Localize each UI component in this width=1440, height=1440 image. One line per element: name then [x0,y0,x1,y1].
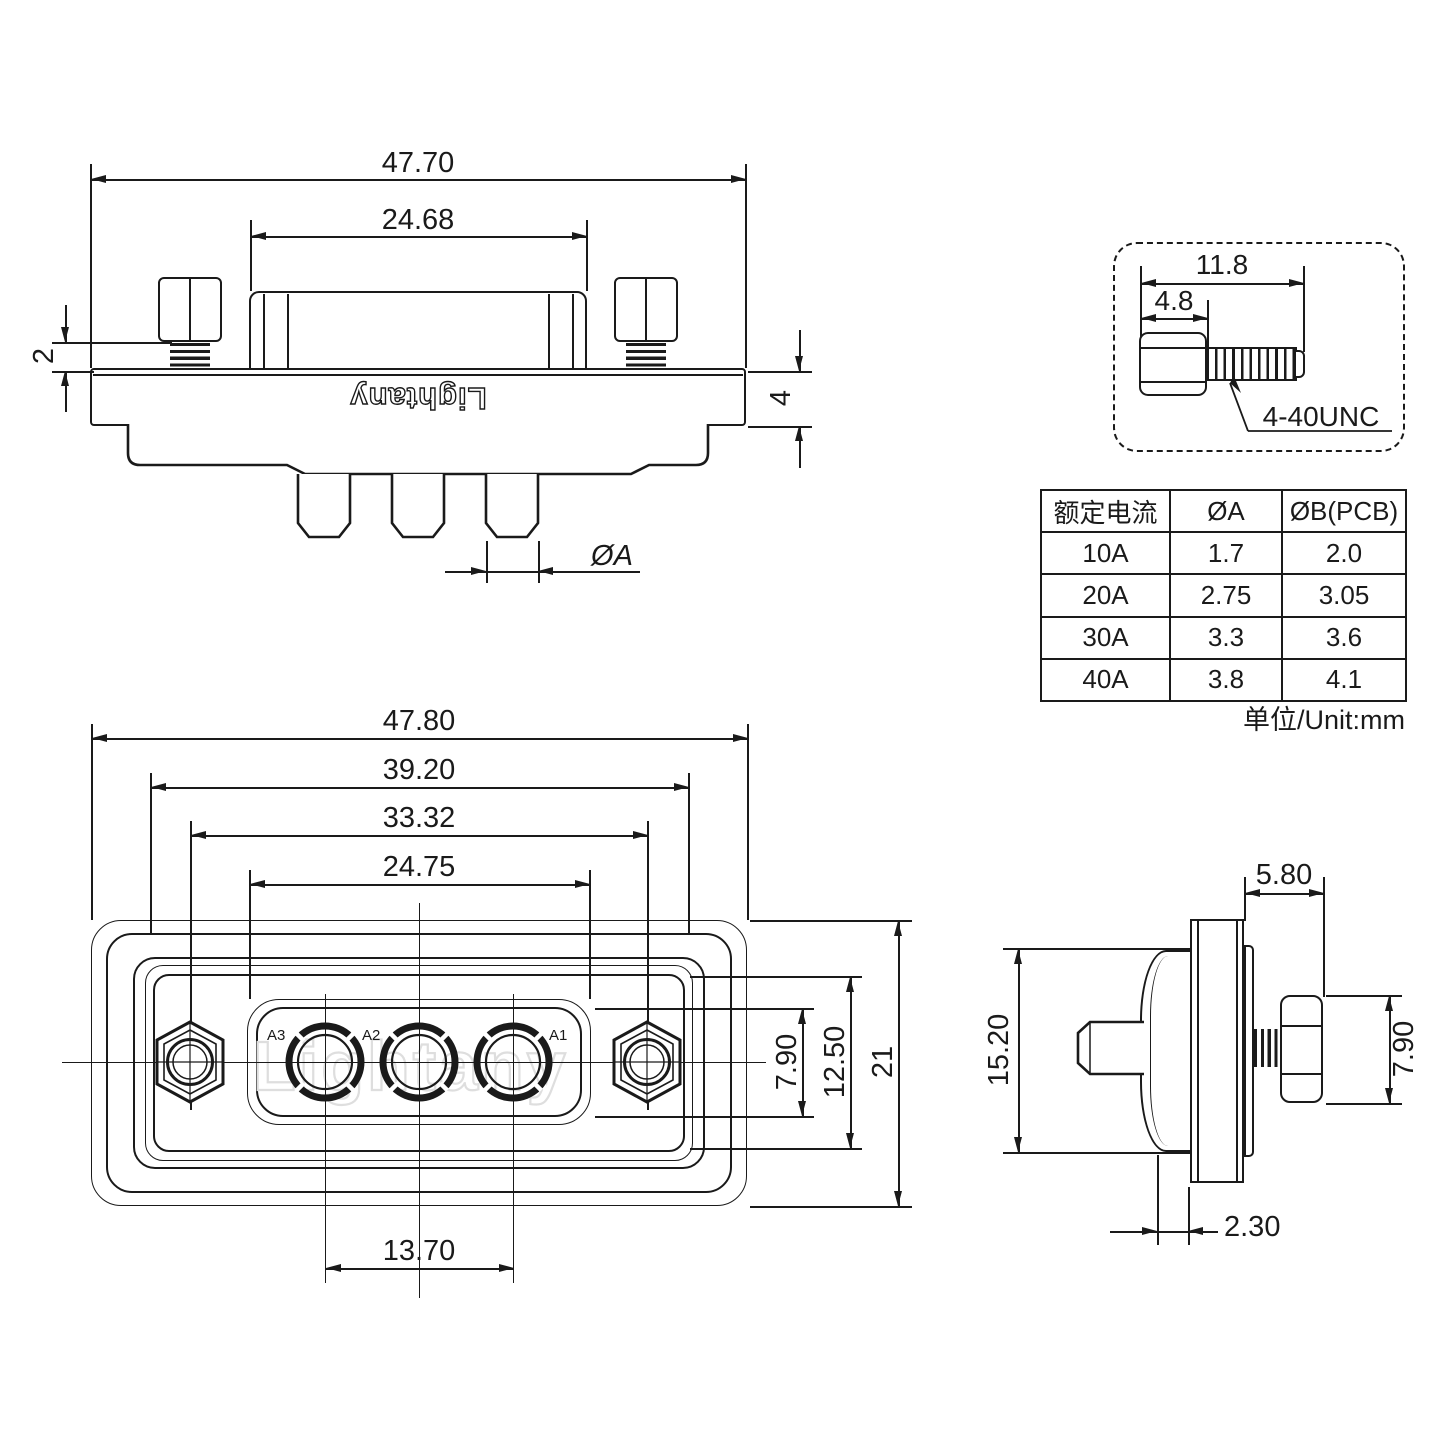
front-dim-total-height: 21 [866,1045,899,1079]
pin-3 [484,474,540,539]
table-cell: 1.7 [1170,532,1282,575]
thread-spec: 4-40UNC [1262,401,1380,432]
contact-label-a2: A2 [362,1027,381,1044]
table-header-dia-b: ØB(PCB) [1282,490,1406,533]
hex-nut-left [155,1020,225,1104]
front-dim-shell-width: 39.20 [382,753,456,786]
contact-a1 [473,1022,553,1102]
hex-nut-right [612,1020,682,1104]
contact-a2 [379,1022,459,1102]
top-dim-pin-dia: ØA [591,539,633,572]
front-dim-contact-spacing: 13.70 [382,1234,456,1267]
pin-1 [296,474,352,539]
jackscrew-right-thread [626,343,666,368]
detail-dim-head: 4.8 [1154,285,1194,316]
contact-label-a3: A3 [267,1027,286,1044]
front-dim-total-width: 47.80 [382,704,456,737]
mating-rim [1244,945,1254,1157]
lower-body [126,424,710,476]
side-dim-body-height: 15.20 [982,1013,1015,1087]
table-cell: 3.8 [1170,658,1282,701]
table-cell: 3.05 [1282,574,1406,617]
front-dim-insert-height: 7.90 [770,1033,803,1091]
jackscrew-left-thread [170,343,210,368]
table-cell: 3.3 [1170,616,1282,659]
front-dim-mount-spacing: 33.32 [382,801,456,834]
front-dim-insert-width: 24.75 [382,850,456,883]
thread-leader [1229,376,1392,432]
table-cell: 40A [1041,658,1170,701]
table-header-dia-a: ØA [1170,490,1282,533]
side-dim-protrusion: 5.80 [1255,858,1313,891]
unit-note: 单位/Unit:mm [1243,704,1405,735]
detail-dim-total: 11.8 [1195,249,1249,280]
top-dim-screw-gap: 2 [27,347,60,365]
contact-label-a1: A1 [549,1027,568,1044]
detail-frame [1113,242,1405,452]
side-pin [1076,1020,1144,1076]
flange-top-view [90,368,746,426]
flange-side-view [1190,919,1244,1183]
table-cell: 20A [1041,574,1170,617]
table-cell: 10A [1041,532,1170,575]
top-dim-flange-thickness: 4 [764,389,797,407]
table-cell: 4.1 [1282,658,1406,701]
table-cell: 2.75 [1170,574,1282,617]
brand-logo: Lightany [349,381,488,417]
pin-2 [390,474,446,539]
side-screw-thread [1254,1029,1280,1067]
front-dim-shell-height: 12.50 [818,1025,851,1099]
detail-screw-head [1139,332,1207,396]
table-cell: 30A [1041,616,1170,659]
top-dim-total-width: 47.70 [381,146,455,179]
side-screw-head [1280,995,1323,1103]
detail-screw-thread [1207,347,1297,381]
spec-table: 额定电流 ØA ØB(PCB) 10A 1.7 2.0 20A 2.75 3.0… [1040,489,1407,702]
table-cell: 3.6 [1282,616,1406,659]
side-dim-head-height: 7.90 [1387,1020,1420,1078]
contact-a3 [285,1022,365,1102]
table-cell: 2.0 [1282,532,1406,575]
dsub-shell-top [249,291,587,370]
side-dim-standoff: 2.30 [1224,1210,1281,1243]
table-header-current: 额定电流 [1041,490,1170,533]
top-dim-shell-width: 24.68 [381,203,455,236]
